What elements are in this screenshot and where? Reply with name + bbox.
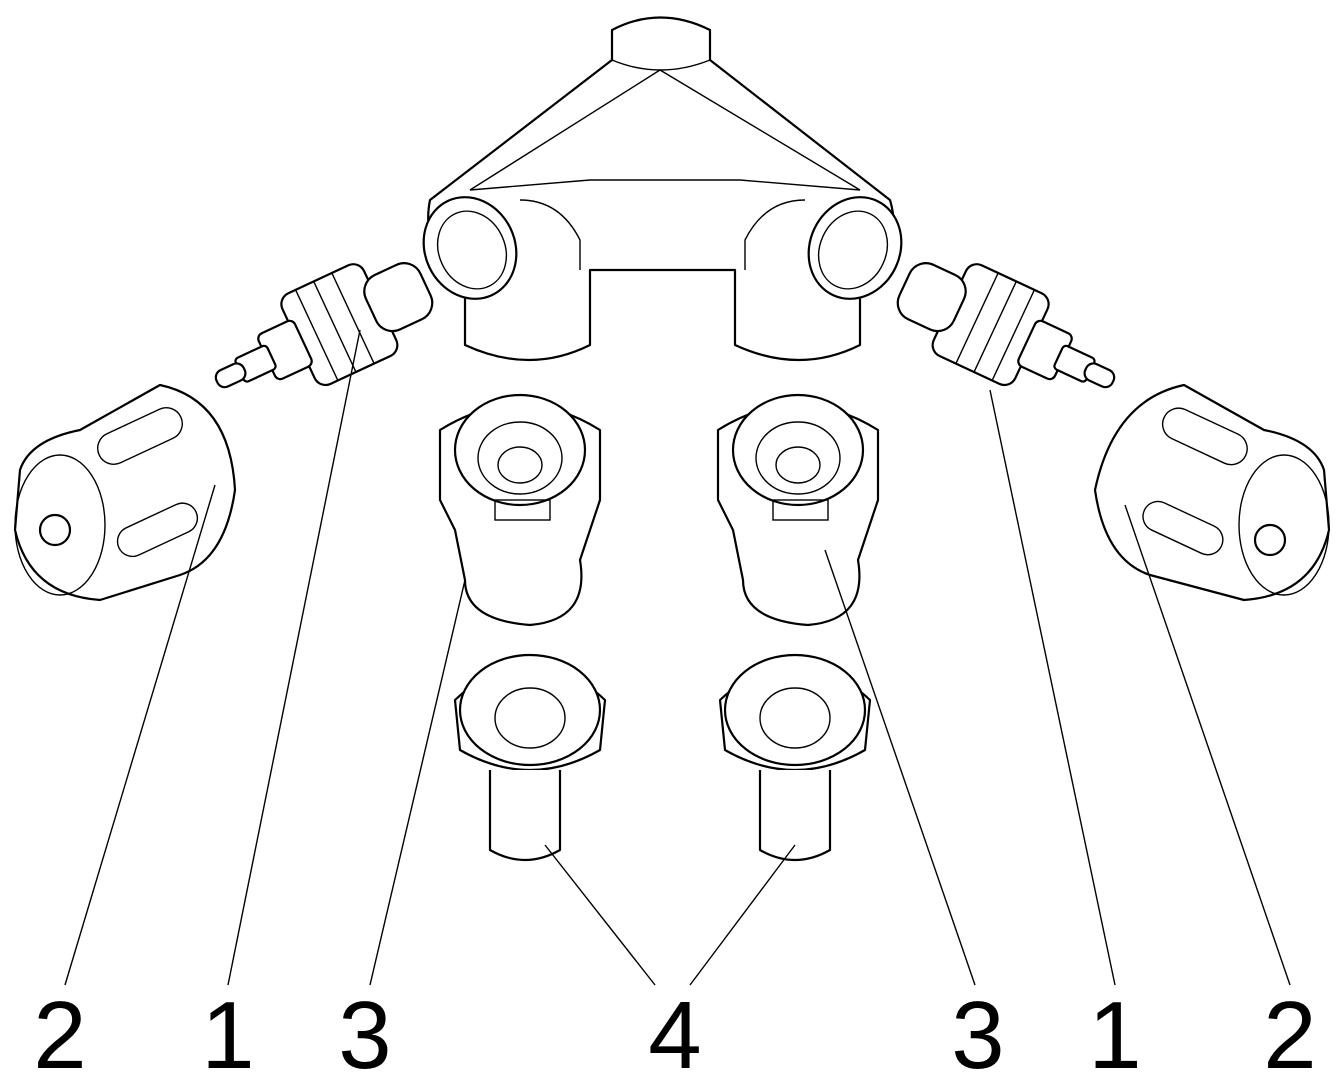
y-valve-body	[422, 16, 903, 362]
nut-left	[438, 393, 602, 627]
hose-connector-right	[718, 653, 872, 861]
hose-connector-left	[453, 653, 607, 861]
label-cartridge-left: 1	[201, 982, 254, 1080]
nut-right	[716, 393, 880, 627]
cartridge-right	[896, 262, 1116, 389]
knob-left	[13, 383, 237, 602]
label-cartridge-right: 1	[1088, 982, 1141, 1080]
leader-lines	[64, 329, 1291, 986]
knob-emblem-left	[38, 513, 72, 547]
label-nut-left: 3	[338, 982, 391, 1080]
knob-emblem-right	[1253, 523, 1287, 557]
label-hose-connector: 4	[648, 982, 701, 1080]
knob-right	[1093, 383, 1331, 602]
label-knob-right: 2	[1263, 982, 1316, 1080]
label-nut-right: 3	[951, 982, 1004, 1080]
cartridge-left	[214, 262, 434, 389]
label-knob-left: 2	[33, 982, 86, 1080]
